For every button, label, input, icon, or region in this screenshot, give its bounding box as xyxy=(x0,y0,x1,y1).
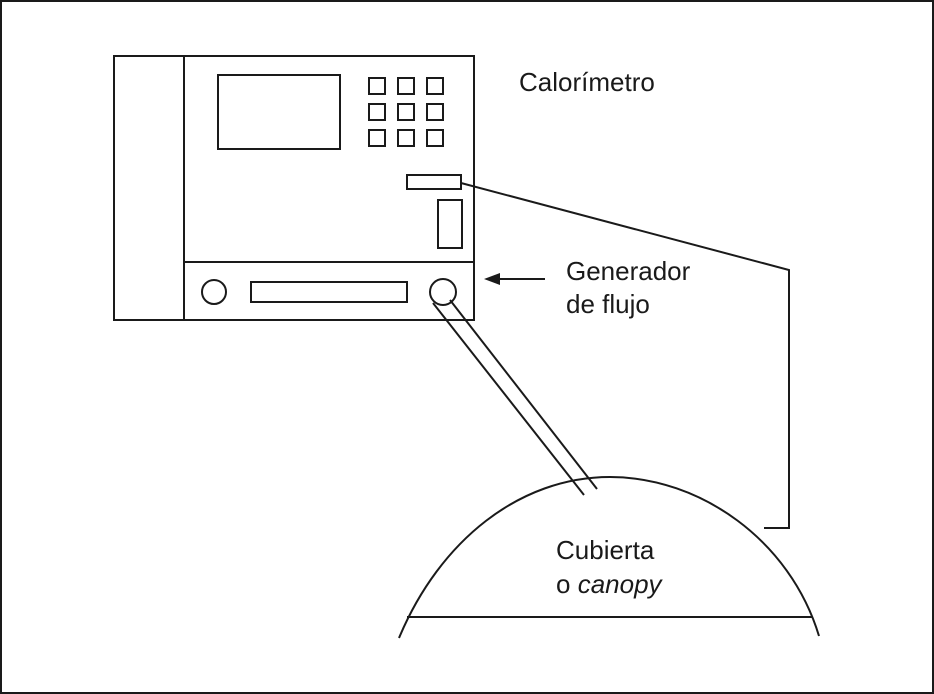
sample-line xyxy=(460,182,790,529)
hose-line-inner xyxy=(449,299,598,490)
outlet-port xyxy=(429,278,457,306)
keypad-key xyxy=(368,129,386,147)
cover-label-line2: o canopy xyxy=(556,569,664,599)
device-body xyxy=(113,55,475,321)
canopy-arc xyxy=(398,475,820,639)
keypad-key xyxy=(397,77,415,95)
flow-hose xyxy=(432,299,598,496)
calorimeter-device xyxy=(113,55,475,321)
cover-prefix: o xyxy=(556,569,578,599)
keypad-key xyxy=(426,103,444,121)
keypad-key xyxy=(397,129,415,147)
canopy-dome xyxy=(398,475,820,639)
keypad-key xyxy=(368,103,386,121)
cover-label-line1: Cubierta xyxy=(556,535,655,565)
cover-italic: canopy xyxy=(578,569,664,599)
left-knob xyxy=(201,279,227,305)
flow-generator-unit xyxy=(201,278,457,306)
flow-generator-label-line2: de flujo xyxy=(566,289,650,319)
keypad-key xyxy=(368,77,386,95)
flow-generator-label-line1: Generador xyxy=(566,256,691,286)
keypad xyxy=(368,77,444,147)
keypad-key xyxy=(397,103,415,121)
calorimeter-label: Calorímetro xyxy=(519,67,655,97)
keypad-key xyxy=(426,129,444,147)
sample-port xyxy=(406,174,462,190)
vertical-slot xyxy=(437,199,463,249)
keypad-key xyxy=(426,77,444,95)
hose-line-outer xyxy=(432,302,585,496)
flow-slot xyxy=(250,281,408,303)
flow-generator-arrow xyxy=(484,273,545,285)
display-screen xyxy=(217,74,341,150)
arrow-head xyxy=(484,273,500,285)
